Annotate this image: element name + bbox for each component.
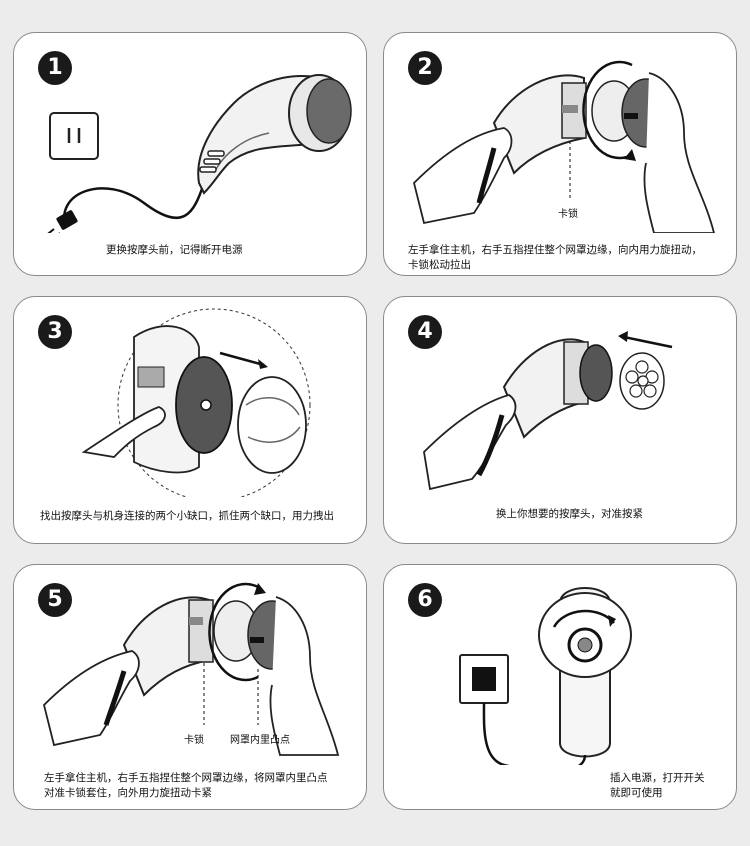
power-outlet-icon [459,654,509,704]
step-3-number: 3 [38,315,72,349]
step-2-panel: 2 卡锁 左手拿住主机，右手五指捏住整个网罩边缘，向内用力旋扭动， 卡锁松动拉出 [383,32,737,276]
step-1-caption: 更换按摩头前，记得断开电源 [106,244,243,256]
step-2-caption: 左手拿住主机，右手五指捏住整个网罩边缘，向内用力旋扭动， 卡锁松动拉出 [408,244,702,271]
step-5-panel: 5 卡锁 网罩内里凸点 左手拿住主机，右手五指捏住整个网罩边缘，将网罩内里凸点 … [13,564,367,810]
step-2-illustration [413,60,715,233]
rotate-arrow-icon [208,582,266,682]
push-arrow-icon [618,331,673,349]
step-4-illustration [423,331,673,491]
step-2-callout-lock: 卡锁 [558,209,578,220]
step-6-panel: 6 插入电源，打开开关 就即可使用 [383,564,737,810]
rotate-arrow-icon [552,609,616,628]
step-3-illustration [81,308,311,497]
plug-icon [47,210,78,233]
step-3-panel: 3 找出按摩头与机身连接的两个小缺口，抓住两个缺口，用力拽出 [13,296,367,544]
step-5-number: 5 [38,583,72,617]
step-4-number: 4 [408,315,442,349]
push-arrow-icon [219,351,268,369]
step-6-illustration [459,587,632,765]
step-5-callout-nub: 网罩内里凸点 [230,735,290,746]
rotate-arrow-icon [582,60,636,161]
step-1-illustration [47,74,352,233]
step-4-caption: 换上你想要的按摩头，对准按紧 [496,508,643,520]
step-3-caption: 找出按摩头与机身连接的两个小缺口，抓住两个缺口，用力拽出 [40,510,334,522]
step-6-number: 6 [408,583,442,617]
step-5-callout-lock: 卡锁 [184,735,204,746]
step-4-panel: 4 换上你想要的按摩头，对准按紧 [383,296,737,544]
step-2-number: 2 [408,51,442,85]
step-5-caption: 左手拿住主机，右手五指捏住整个网罩边缘，将网罩内里凸点 对准卡锁套住，向外用力旋… [44,772,328,799]
power-outlet-icon [49,112,99,160]
step-5-illustration [43,582,340,756]
step-1-number: 1 [38,51,72,85]
step-6-caption: 插入电源，打开开关 就即可使用 [610,772,705,799]
step-1-panel: 1 更换按摩头前，记得断开电源 [13,32,367,276]
